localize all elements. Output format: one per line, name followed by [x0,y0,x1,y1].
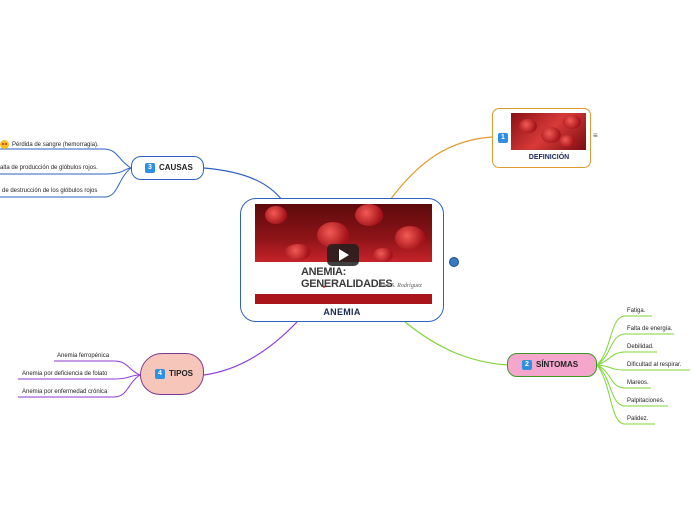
blood-cells-image [511,113,586,150]
central-label: ANEMIA [323,307,361,317]
link-definicion [389,136,493,201]
link-sintomas [404,321,508,366]
sintomas-label: SÍNTOMAS [536,360,579,370]
tipos-item-2[interactable]: Anemia por deficiencia de folato [22,371,108,377]
central-node[interactable]: ANEMIA: GENERALIDADES Juan S. Rodríguez … [240,198,444,322]
sintomas-item-5[interactable]: Mareos. [627,380,649,386]
emoji-icon [0,140,9,149]
causas-label: CAUSAS [159,163,193,173]
globe-icon[interactable] [449,257,459,267]
sintomas-item-4[interactable]: Dificultad al respirar. [627,362,682,368]
video-author: Juan S. Rodríguez [378,283,422,289]
sintomas-leaf-lines [596,315,690,425]
definicion-label: DEFINICIÓN [528,154,570,161]
play-icon[interactable] [327,244,359,266]
sintomas-item-1[interactable]: Fatiga. [627,308,646,314]
causas-leaf-lines [0,148,132,198]
topic-tipos[interactable]: 4 TIPOS [140,353,204,395]
sintomas-item-2[interactable]: Falta de energía. [627,326,673,332]
link-causas [203,167,283,201]
causas-item-2[interactable]: alta de producción de glóbulos rojos. [0,165,98,171]
topic-sintomas[interactable]: 2 SÍNTOMAS [507,353,597,377]
badge-4: 4 [155,369,165,379]
link-tipos [203,321,298,376]
tipos-leaf-lines [18,360,141,398]
note-icon[interactable]: ≡ [593,131,598,140]
tipos-item-3[interactable]: Anemia por enfermedad crónica [22,389,108,395]
badge-1: 1 [498,133,508,143]
topic-causas[interactable]: 3 CAUSAS [131,156,204,180]
red-dot [323,286,325,288]
badge-2: 2 [522,360,532,370]
sintomas-item-7[interactable]: Palidez. [627,416,649,422]
video-thumbnail[interactable]: ANEMIA: GENERALIDADES Juan S. Rodríguez [255,204,432,304]
sintomas-item-3[interactable]: Debilidad. [627,344,654,350]
causas-item-1[interactable]: Pérdida de sangre (hemorragia). [0,140,99,149]
causas-item-3[interactable]: de destrucción de los glóbulos rojos [2,188,98,194]
tipos-item-1[interactable]: Anemia ferropénica [57,353,110,359]
topic-definicion[interactable]: 1 DEFINICIÓN [492,108,591,168]
tipos-label: TIPOS [169,369,194,379]
sintomas-item-6[interactable]: Palpitaciones. [627,398,665,404]
badge-3: 3 [145,163,155,173]
